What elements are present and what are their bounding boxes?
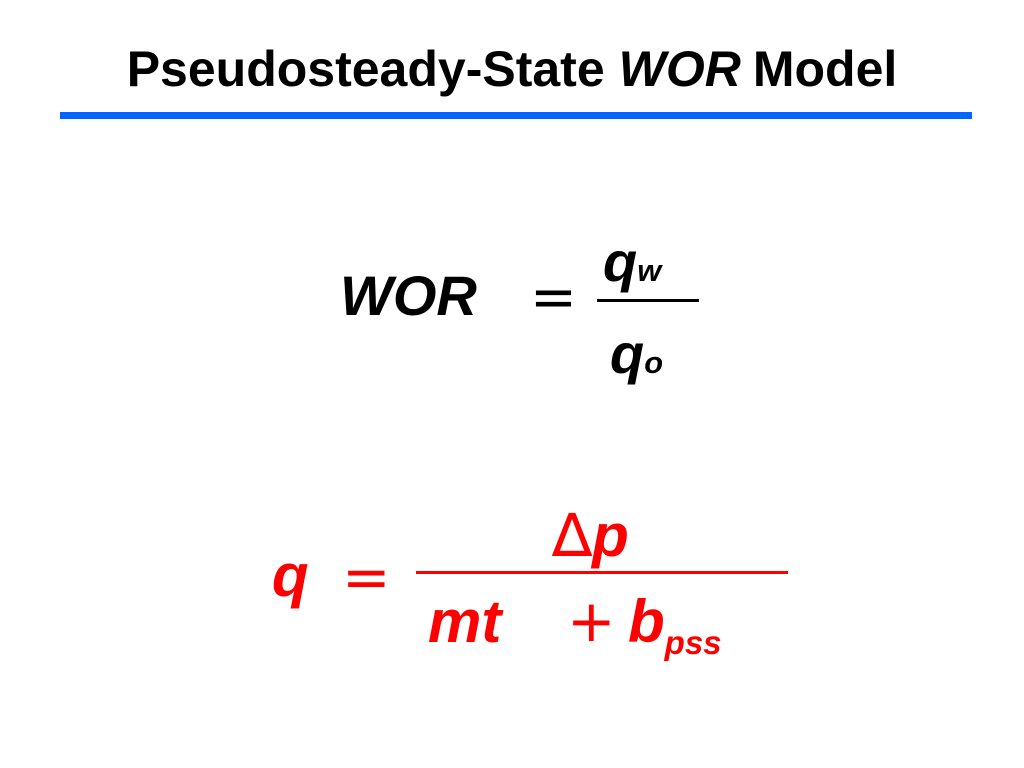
eq2-numerator-var: p (592, 502, 629, 569)
eq1-numerator-var: q (603, 230, 638, 293)
title-italic-wor: WOR (618, 41, 741, 97)
eq1-denominator: qo (610, 326, 663, 382)
eq1-denominator-var: q (610, 322, 645, 385)
eq2-denominator-term2: bpss (628, 592, 722, 659)
title-underline-rule (60, 112, 972, 119)
eq2-fraction-bar (416, 571, 788, 574)
eq2-delta-symbol: ∆ (552, 501, 593, 571)
eq1-numerator: qw (603, 234, 661, 290)
eq2-numerator: ∆p (552, 506, 629, 567)
eq2-denominator-term1: mt (428, 588, 502, 655)
title-suffix: Model (752, 41, 898, 97)
eq1-equals-sign: = (530, 265, 577, 330)
eq2-plus-sign: + (567, 587, 616, 655)
eq2-denominator-var: b (628, 588, 665, 655)
eq1-denominator-sub: o (644, 345, 664, 380)
eq2-equals-sign: = (342, 543, 391, 611)
eq1-fraction-bar (597, 299, 699, 302)
title-prefix: Pseudosteady-State (126, 41, 605, 97)
eq1-numerator-sub: w (637, 253, 662, 288)
eq2-lhs: q (272, 542, 309, 609)
eq2-denominator-sub: pss (664, 623, 722, 661)
eq1-lhs: WOR (340, 264, 477, 327)
